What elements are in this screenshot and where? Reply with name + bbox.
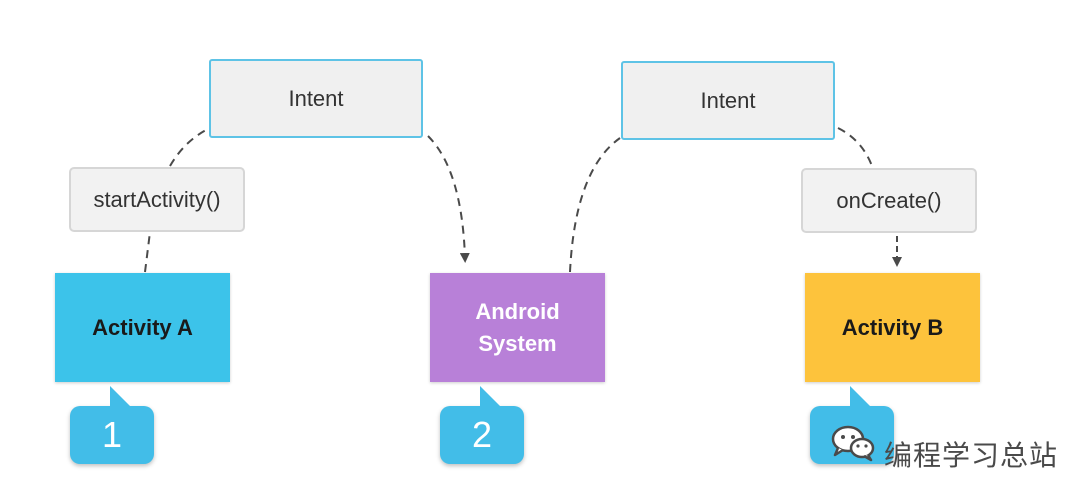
android-system-box: Android System: [430, 273, 605, 382]
step-badge-1: 1: [70, 386, 154, 464]
activity-a-box: Activity A: [55, 273, 230, 382]
connector-start-activity-to-intent: [169, 127, 211, 167]
connector-activity-a-to-start-activity: [144, 231, 151, 273]
connector-android-system-to-intent: [569, 137, 621, 273]
connector-intent-to-android-system: [427, 135, 470, 263]
step-badge-2: 2: [440, 386, 524, 464]
activity-b-box: Activity B: [805, 273, 980, 382]
start-activity-call: startActivity(): [69, 167, 245, 232]
connector-intent-to-on-create: [837, 127, 873, 167]
intent-box-right: Intent: [621, 61, 835, 140]
on-create-call: onCreate(): [801, 168, 977, 233]
intent-box-left: Intent: [209, 59, 423, 138]
wechat-icon: [831, 425, 875, 462]
watermark-text: 编程学习总站: [884, 439, 1059, 472]
